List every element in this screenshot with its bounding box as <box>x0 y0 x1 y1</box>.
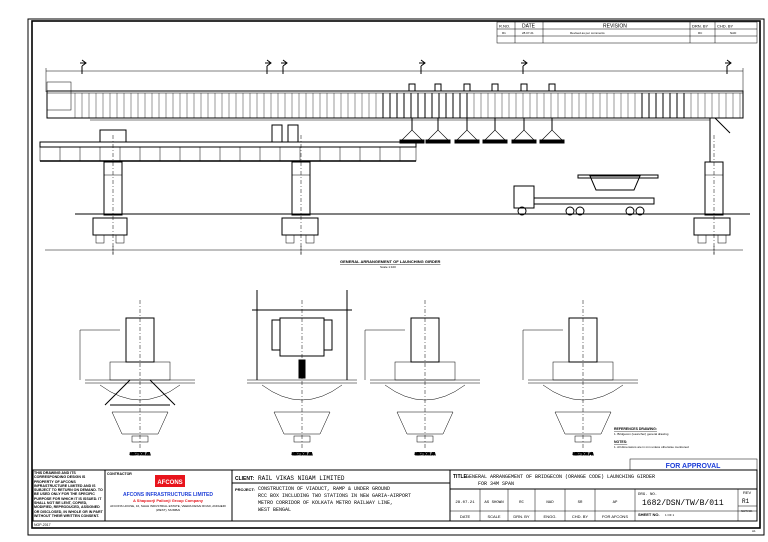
info-value-for-afcons: AP <box>613 501 618 505</box>
section-label-2: SECTION /2\ <box>292 452 312 456</box>
rev-row-drn: RC <box>698 31 703 35</box>
svg-text:AFCONS: AFCONS <box>157 480 182 486</box>
rev-header-rno: R.NO. <box>499 24 510 29</box>
contractor-label: CONTRACTOR <box>107 472 132 476</box>
project-line-2: RCC BOX INCLUDING TWO STATIONS IN NEW GA… <box>258 493 411 499</box>
drawing-no-label: DRG. NO. <box>638 493 657 497</box>
section-1: SECTION /1\ <box>79 300 195 457</box>
rev-row-date: 28.07.21 <box>522 31 534 35</box>
trailer-truck <box>513 174 659 216</box>
references-heading: REFERENCES DRAWING: <box>614 427 657 431</box>
info-label-chd-by: CHD. BY <box>572 514 589 519</box>
client-label: CLIENT: <box>235 476 255 482</box>
project-line-3: METRO CORRIDOR OF KOLKATA METRO RAILWAY … <box>258 500 393 506</box>
section-4: SECTION /4\ <box>522 300 638 457</box>
info-value-engg-: NAD <box>546 501 554 505</box>
client-value: RAIL VIKAS NIGAM LIMITED <box>258 475 345 482</box>
info-label-engg-: ENGG. <box>544 514 557 519</box>
elevation-scale: Scale 1:100 <box>380 265 396 269</box>
project-line-1: CONSTRUCTION OF VIADUCT, RAMP & UNDER GR… <box>258 486 390 492</box>
info-value-scale: AS SHOWN <box>484 501 504 505</box>
section-2: SECTION /2\ <box>247 290 357 457</box>
contractor-address: AFCONS HOUSE, 16, SHAH INDUSTRIAL ESTATE… <box>110 505 226 512</box>
form-code: NGP-2017 <box>34 523 51 527</box>
disclaimer-text: THIS DRAWING AND ITS CORRESPONDING DESIG… <box>34 471 103 518</box>
contractor-group: A Shapoorji Pallonji Group Company <box>133 498 204 503</box>
launching-girder-elevation: GENERAL ARRANGEMENT OF LAUNCHING GIRDER … <box>39 59 750 269</box>
section-label-4: SECTION /4\ <box>573 452 593 456</box>
rev-row-chd: NAD <box>730 31 737 35</box>
title-label: TITLE <box>453 474 468 480</box>
references-notes: REFERENCES DRAWING: 1. Bridgecon (Launch… <box>614 427 689 449</box>
rev-header-chd: CHD. BY <box>717 24 734 29</box>
section-label-3: SECTION /3\ <box>415 452 435 456</box>
revision-table: R.NO. DATE REVISION DRN. BY CHD. BY R1 2… <box>496 21 758 44</box>
elevation-title: GENERAL ARRANGEMENT OF LAUNCHING GIRDER <box>340 259 441 264</box>
rev-value: R1 <box>742 498 750 505</box>
title-line-1: GENERAL ARRANGEMENT OF BRIDGECON (ORANGE… <box>466 474 655 480</box>
info-label-date: DATE <box>460 514 471 519</box>
outer-frame <box>27 18 765 536</box>
project-label: PROJECT: <box>235 487 255 492</box>
notes-heading: NOTES: <box>614 440 627 444</box>
rev-header-drn: DRN. BY <box>692 24 709 29</box>
info-label-drn-by: DRN. BY <box>513 514 530 519</box>
info-label-scale: SCALE <box>487 514 500 519</box>
title-block: FOR APPROVAL THIS DRAWING AND ITS CORRES… <box>32 458 758 533</box>
title-line-2: FOR 34M SPAN <box>478 481 514 487</box>
inner-frame <box>31 20 761 529</box>
size-value: A1 <box>752 529 756 533</box>
rev-row-desc: Revised as per comments <box>570 31 605 35</box>
project-line-4: WEST BENGAL <box>258 507 291 513</box>
info-value-drn-by: RC <box>519 501 524 505</box>
info-value-chd-by: SR <box>578 501 583 505</box>
afcons-logo: AFCONS <box>155 475 185 487</box>
drawing-no-value: 1682/DSN/TW/B/011 <box>642 499 724 508</box>
notes-text: 1. All dimensions are in mm unless other… <box>614 445 689 449</box>
rev-header-date: DATE <box>522 24 536 30</box>
cross-sections: SECTION /1\ SECTION /2\ SECTION /3\ SECTION… <box>79 290 638 457</box>
references-text: 1. Bridgecon (Launcher) general drawing <box>614 432 669 436</box>
info-value-date: 28.07.21 <box>455 501 475 505</box>
rev-header-revision: REVISION <box>603 24 627 30</box>
info-label-for-afcons: FOR AFCONS <box>602 514 628 519</box>
rev-row-rno: R1 <box>502 31 506 35</box>
size-label: SHT.NO. <box>741 509 753 513</box>
status-badge: FOR APPROVAL <box>666 463 722 470</box>
sheet-value: 1 OF 1 <box>665 513 675 517</box>
section-3: SECTION /3\ <box>364 300 480 457</box>
rev-label: REV <box>743 490 752 495</box>
contractor-name: AFCONS INFRASTRUCTURE LIMITED <box>123 492 213 498</box>
sheet-label: SHEET NO. <box>638 512 660 517</box>
section-label-1: SECTION /1\ <box>130 452 150 456</box>
